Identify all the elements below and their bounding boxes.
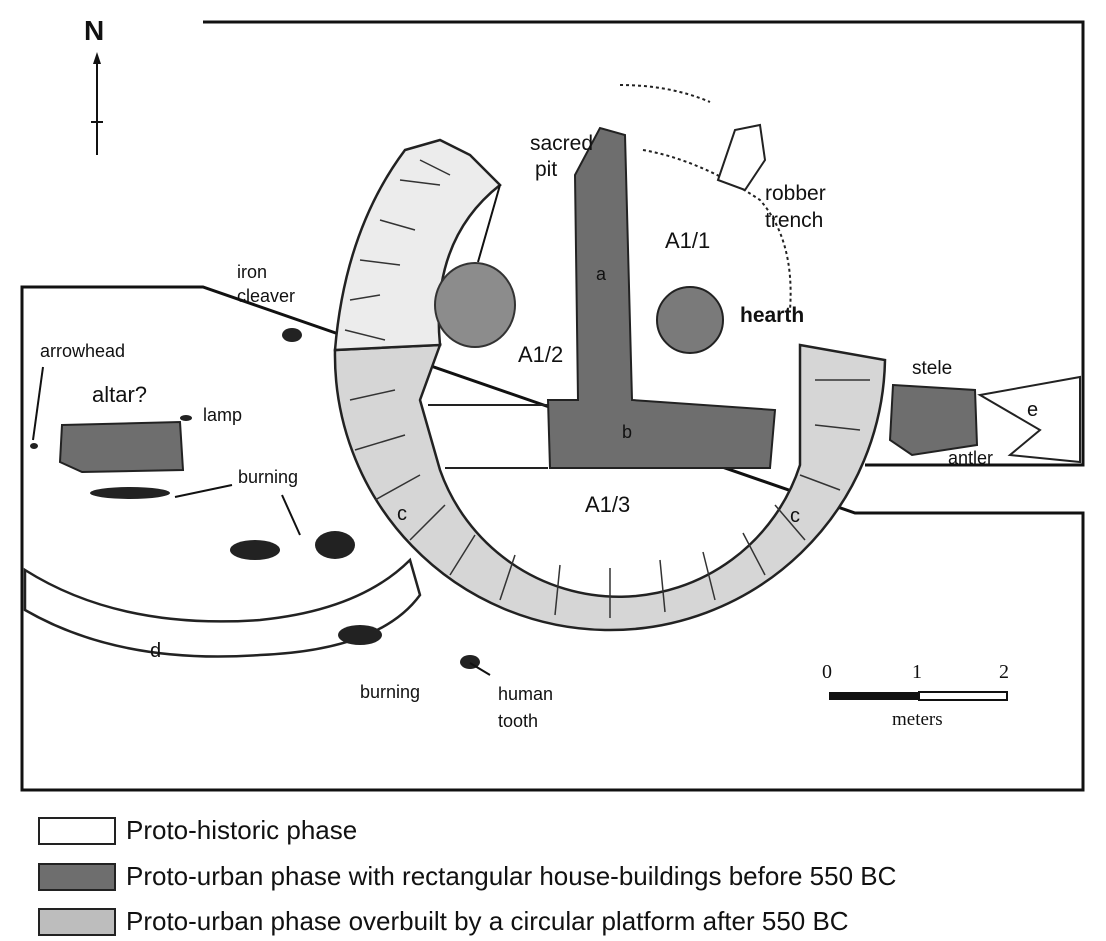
- label-wall-b: b: [622, 422, 632, 442]
- label-wall-e: e: [1027, 399, 1038, 421]
- label-human: human: [498, 684, 553, 704]
- label-stele: stele: [912, 358, 952, 379]
- legend-swatch: [38, 907, 116, 936]
- label-altar: altar?: [92, 382, 147, 407]
- label-burning-1: burning: [238, 467, 298, 487]
- wall-d: [23, 557, 422, 658]
- robber-trench: [619, 84, 792, 311]
- legend-swatch: [38, 816, 116, 845]
- label-lamp: lamp: [203, 405, 242, 425]
- legend-swatch: [38, 862, 116, 891]
- label-c-right: c: [790, 505, 800, 527]
- burning-scatter: [30, 328, 480, 669]
- label-c-left: c: [397, 503, 407, 525]
- scale-unit: meters: [892, 709, 943, 730]
- north-label: N: [84, 15, 104, 46]
- label-wall-d: d: [150, 640, 161, 662]
- wall-e: [977, 375, 1081, 464]
- platform-stones: [344, 159, 870, 618]
- hearth: [656, 286, 724, 354]
- legend-label: Proto-historic phase: [126, 815, 358, 845]
- scale-tick-2: 2: [999, 661, 1009, 683]
- legend-label: Proto-urban phase overbuilt by a circula…: [126, 906, 849, 936]
- scale-tick-1: 1: [912, 661, 922, 683]
- sacred-pit: [434, 262, 516, 348]
- legend-item-proto-historic: Proto-historic phase: [38, 815, 357, 846]
- label-robber: robber: [765, 182, 826, 205]
- trench-boundary: [20, 20, 1085, 792]
- scale-bar: 0 1 2 meters: [822, 661, 1009, 730]
- label-wall-a: a: [596, 264, 607, 284]
- label-burning-2: burning: [360, 682, 420, 702]
- label-sacred: sacred: [530, 132, 593, 155]
- north-arrow: [91, 52, 103, 155]
- label-tooth: tooth: [498, 711, 538, 731]
- label-iron: iron: [237, 262, 267, 282]
- label-cleaver: cleaver: [237, 286, 295, 306]
- circular-platform: [333, 343, 887, 632]
- label-a1-3: A1/3: [585, 492, 630, 517]
- legend-item-circular: Proto-urban phase overbuilt by a circula…: [38, 906, 849, 937]
- dark-wall-a: [546, 126, 777, 469]
- label-arrowhead: arrowhead: [40, 341, 125, 361]
- legend-label: Proto-urban phase with rectangular house…: [126, 861, 897, 891]
- label-trench: trench: [765, 209, 823, 232]
- legend-item-rectangular: Proto-urban phase with rectangular house…: [38, 861, 896, 892]
- label-a1-2: A1/2: [518, 342, 563, 367]
- stele-stones: [888, 383, 979, 457]
- label-pit: pit: [535, 158, 557, 181]
- label-hearth: hearth: [740, 304, 804, 327]
- label-antler: antler: [948, 448, 993, 468]
- label-a1-1: A1/1: [665, 228, 710, 253]
- excavation-plan: N sacred pit robber trench: [20, 15, 1085, 792]
- altar-stones: [58, 420, 185, 474]
- scale-tick-0: 0: [822, 661, 832, 683]
